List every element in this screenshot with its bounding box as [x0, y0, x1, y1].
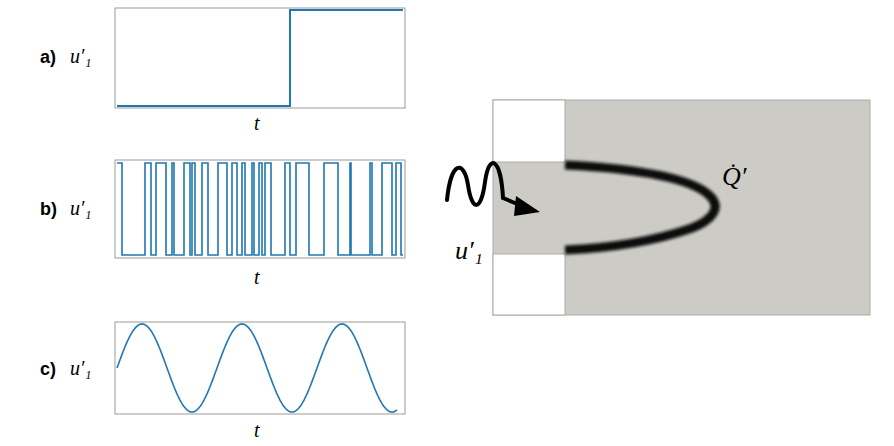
signal-label: t	[254, 267, 260, 287]
panel-tag: a)	[40, 48, 56, 66]
signal-label: u′₁	[70, 46, 91, 66]
signal-label: t	[254, 113, 260, 133]
step-signal	[117, 10, 403, 106]
signal-label: u′₁	[70, 198, 91, 218]
plot-frame	[115, 322, 405, 414]
panel-tag: c)	[40, 360, 56, 378]
combustor-domain	[493, 100, 870, 315]
sine-signal	[117, 324, 397, 412]
arrow-head	[514, 196, 540, 216]
signal-label: t	[254, 420, 260, 440]
plot-frame	[115, 160, 405, 258]
flame-front	[565, 165, 715, 250]
signal-label: u′₁	[455, 238, 483, 264]
plot-frame	[115, 8, 405, 108]
panel-tag: b)	[40, 200, 57, 218]
signal-label: u′₁	[70, 358, 91, 378]
signal-label: Q̇′	[722, 164, 746, 190]
wall	[493, 100, 565, 162]
random-signal	[117, 163, 403, 255]
wall	[493, 254, 565, 315]
perturbation-arrow	[447, 163, 522, 206]
